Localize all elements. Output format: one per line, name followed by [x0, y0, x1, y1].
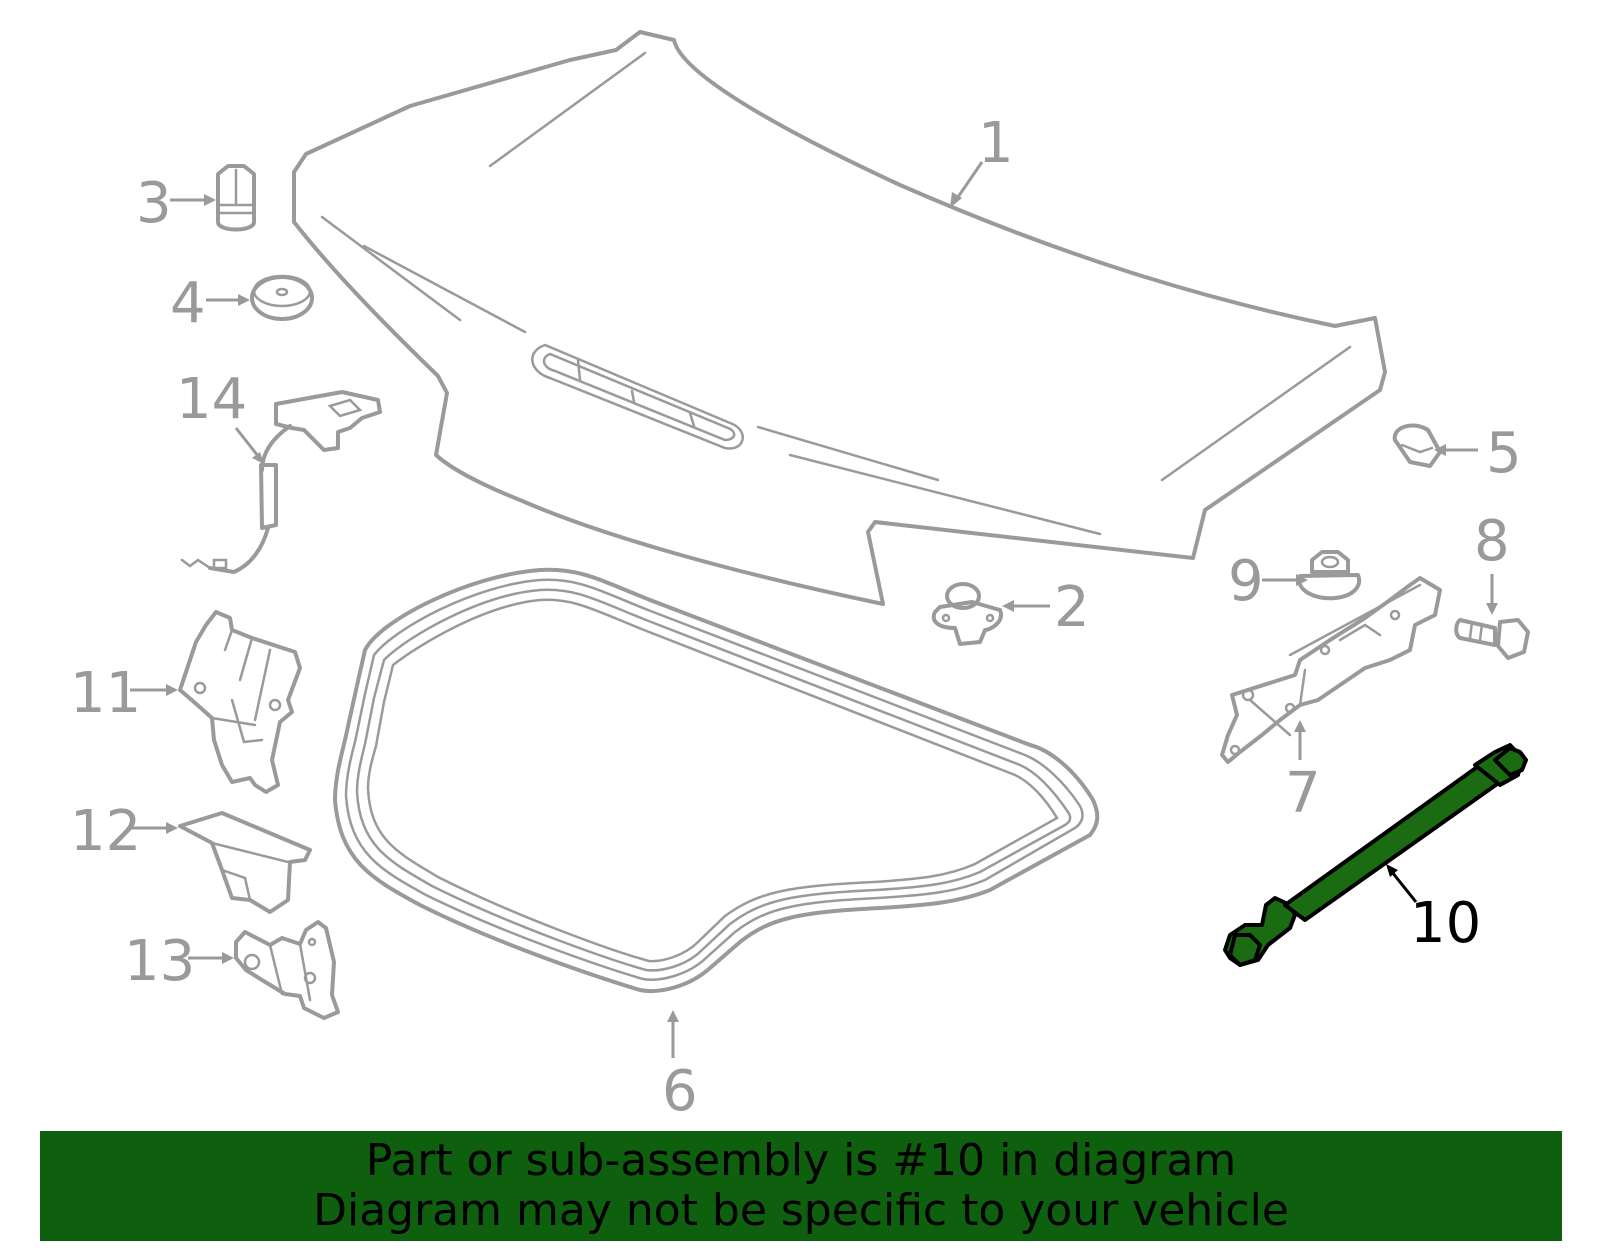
clip-part-5[interactable] — [1392, 423, 1442, 468]
bumper-part-2[interactable] — [931, 582, 1003, 646]
callout-label-5: 5 — [1486, 421, 1522, 486]
callout-label-13: 13 — [124, 929, 195, 994]
hinge-part-7[interactable] — [1220, 576, 1442, 764]
weatherstrip-part-6[interactable] — [333, 567, 1100, 993]
callout-label-14: 14 — [176, 367, 247, 432]
grommet-part-4[interactable] — [250, 274, 314, 321]
nut-part-9[interactable] — [1297, 550, 1361, 601]
callout-labels: 1 2 3 4 5 6 7 8 9 10 11 12 13 14 — [70, 111, 1522, 1124]
callout-label-1: 1 — [978, 111, 1014, 176]
callout-label-2: 2 — [1054, 575, 1090, 640]
cable-part-14[interactable] — [180, 390, 382, 574]
bolt-part-8[interactable] — [1454, 618, 1530, 660]
info-banner: Part or sub-assembly is #10 in diagram D… — [40, 1131, 1562, 1241]
trunk-lid-part-1[interactable] — [292, 30, 1387, 606]
callout-label-7: 7 — [1285, 761, 1321, 826]
banner-line-disclaimer: Diagram may not be specific to your vehi… — [313, 1185, 1289, 1236]
callout-label-4: 4 — [170, 271, 206, 336]
callout-label-11: 11 — [70, 661, 141, 726]
callout-label-6: 6 — [662, 1059, 698, 1124]
cover-part-12[interactable] — [178, 811, 312, 914]
callout-label-10: 10 — [1410, 891, 1481, 956]
callout-label-3: 3 — [136, 171, 172, 236]
callout-label-8: 8 — [1474, 509, 1510, 574]
banner-line-part-number: Part or sub-assembly is #10 in diagram — [365, 1135, 1237, 1186]
leader-arrows — [130, 161, 1498, 1058]
bracket-part-13[interactable] — [234, 920, 340, 1020]
lift-support-part-10[interactable] — [1223, 743, 1528, 967]
callout-label-9: 9 — [1228, 549, 1264, 614]
cap-part-3[interactable] — [216, 164, 256, 232]
latch-part-11[interactable] — [178, 610, 302, 794]
callout-label-12: 12 — [70, 799, 141, 864]
